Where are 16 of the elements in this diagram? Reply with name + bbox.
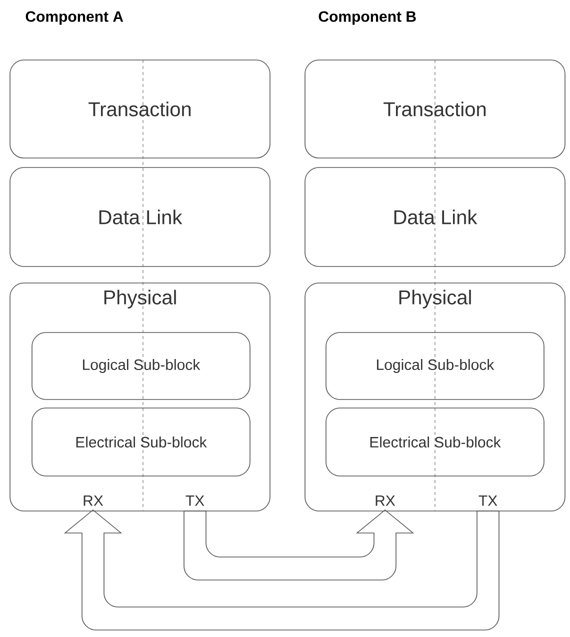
- port-label: TX: [186, 495, 204, 506]
- layer-box: Transaction: [304, 60, 566, 158]
- port-label: RX: [376, 495, 396, 506]
- sub-block-box: Electrical Sub-block: [32, 408, 250, 476]
- port-label: TX: [478, 495, 498, 506]
- hollow-arrow: [184, 510, 414, 580]
- port-label: RX: [84, 495, 104, 506]
- sub-block-box: Electrical Sub-block: [326, 408, 544, 476]
- layer-box: Transaction: [10, 60, 270, 158]
- layer-box: Data Link: [304, 167, 566, 267]
- hollow-arrow: [64, 510, 500, 630]
- sub-block-box: Logical Sub-block: [32, 332, 250, 400]
- layer-box: Data Link: [10, 167, 270, 267]
- sub-block-box: Logical Sub-block: [326, 332, 544, 400]
- component-heading: Component B: [318, 11, 416, 25]
- component-heading: Component A: [26, 11, 124, 25]
